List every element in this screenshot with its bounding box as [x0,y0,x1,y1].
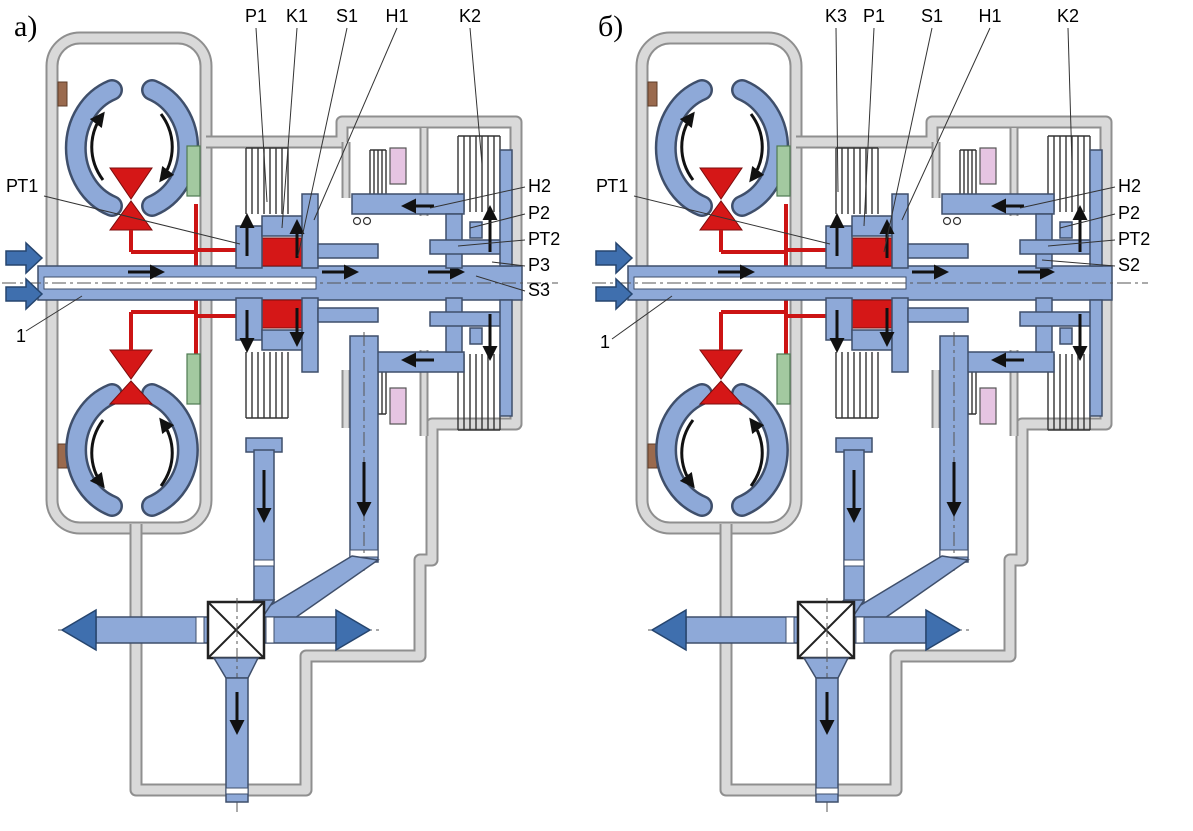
label-h1-b: H1 [978,6,1001,26]
leader-k1-a [281,27,298,229]
panel-b-corner-label: б) [598,10,623,43]
label-s3-a: S3 [528,280,550,300]
transmission-diagram-a [2,38,558,812]
transmission-diagram-b [592,38,1148,812]
leader-1-b [611,295,673,340]
leader-p2-b [1059,213,1116,229]
label-p1-b: P1 [863,6,885,26]
label-1-a: 1 [16,326,26,346]
label-pt1-b: РТ1 [596,176,628,196]
leader-pt1-b [633,195,831,245]
leader-h2-b [1019,186,1116,209]
label-h2-b: H2 [1118,176,1141,196]
leader-s2-b [1041,259,1116,267]
leader-1-a [25,295,83,332]
label-p3-a: P3 [528,255,550,275]
label-k1-a: K1 [286,6,308,26]
leader-h2-a [429,186,526,209]
leader-p1-b [863,27,875,227]
label-s1-b: S1 [921,6,943,26]
label-pt1-a: РТ1 [6,176,38,196]
leader-k2-b [1067,27,1073,165]
label-p2-a: P2 [528,203,550,223]
label-pt2-a: РТ2 [528,229,560,249]
label-k2-a: K2 [459,6,481,26]
leader-h1-a [313,27,398,221]
label-pt2-b: РТ2 [1118,229,1150,249]
label-1-b: 1 [600,332,610,352]
leader-pt2-a [457,239,526,247]
leader-h1-b [901,27,991,221]
label-p1-a: P1 [245,6,267,26]
leader-k2-a [469,27,483,165]
leader-s1-b [883,27,933,253]
label-h2-a: H2 [528,176,551,196]
leader-s1-a [297,27,348,257]
label-s1-a: S1 [336,6,358,26]
label-h1-a: H1 [385,6,408,26]
panel-a-corner-label: а) [14,10,37,43]
label-k3-b: K3 [825,6,847,26]
label-p2-b: P2 [1118,203,1140,223]
leader-k3-b [835,27,839,193]
leader-p2-a [469,213,526,229]
leader-pt2-b [1047,239,1116,247]
label-k2-b: K2 [1057,6,1079,26]
label-s2-b: S2 [1118,255,1140,275]
leader-s3-a [475,275,526,292]
leader-p1-a [255,27,268,203]
leader-p3-a [491,261,526,267]
panel-a: а) P1 K1 S1 H1 K2 РТ1 1 H2 P2 РТ2 P3 S3 [2,6,560,812]
panel-b: б) K3 P1 S1 H1 K2 РТ1 1 H2 P2 РТ2 S2 [592,6,1150,812]
leader-pt1-a [43,195,241,245]
